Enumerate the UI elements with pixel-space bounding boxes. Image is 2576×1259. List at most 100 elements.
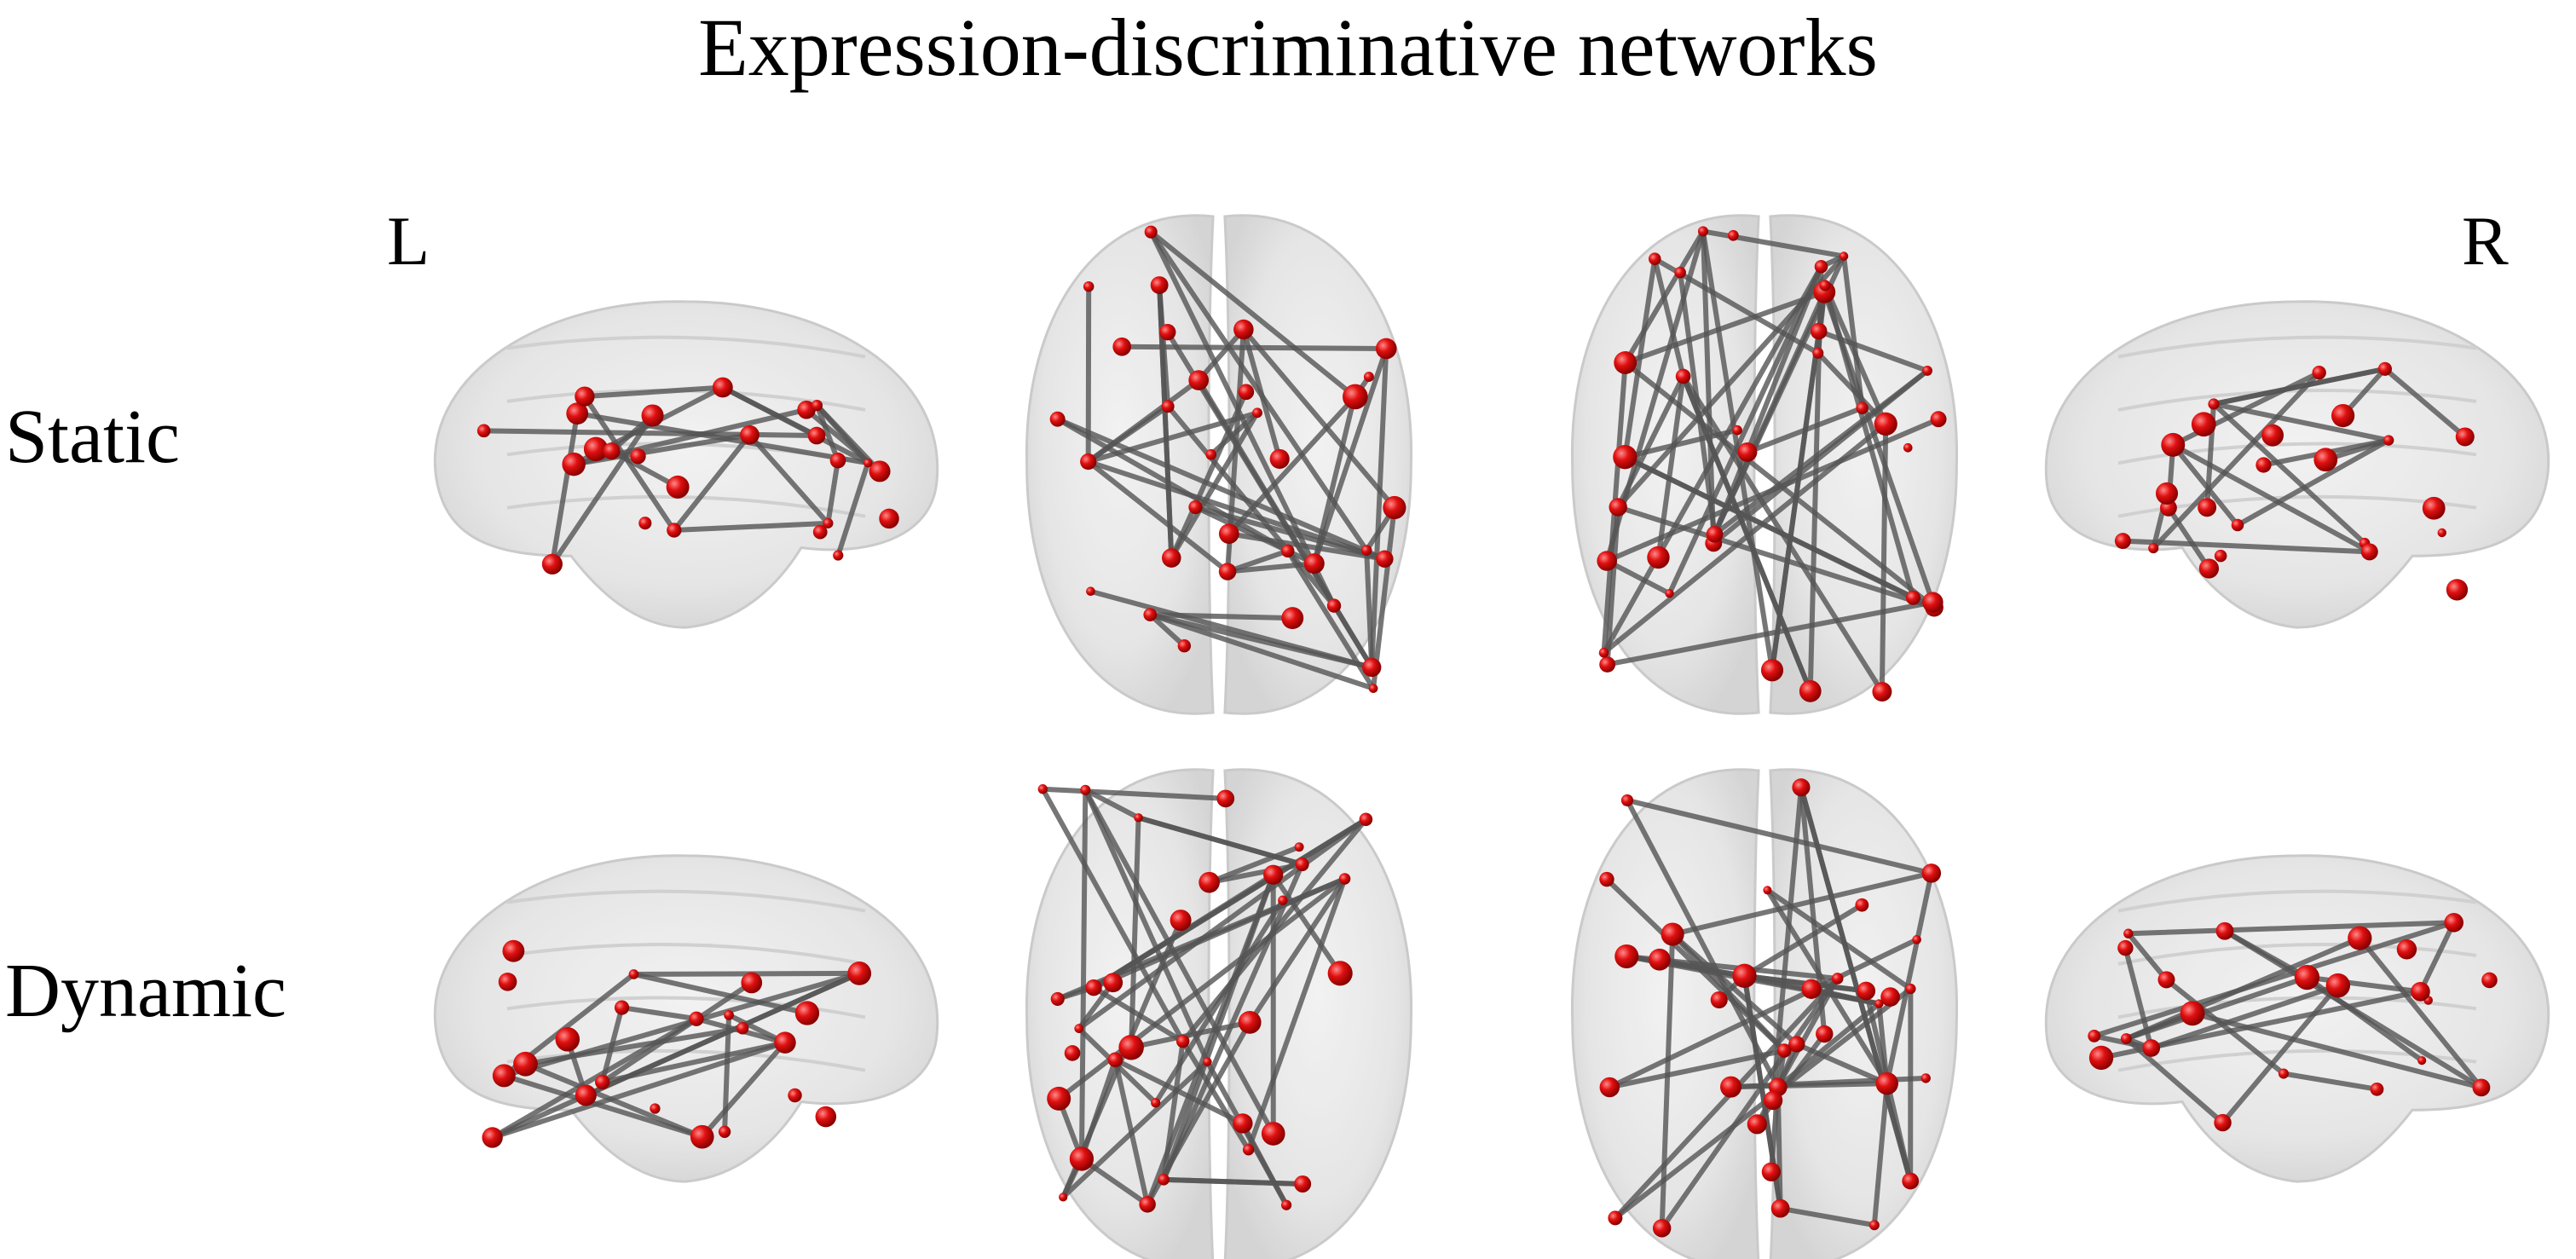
network-edge: [1622, 289, 1828, 366]
network-node: [1599, 871, 1614, 887]
network-edge: [1884, 870, 1934, 1087]
network-edge: [1822, 289, 1936, 605]
network-node: [2383, 435, 2394, 446]
network-node: [1161, 400, 1175, 413]
network-node: [2180, 1001, 2205, 1026]
gyrus-line: [506, 335, 866, 359]
network-edge: [1871, 1081, 1890, 1228]
gyrus-line: [2117, 335, 2477, 359]
network-edge: [2123, 935, 2363, 1042]
network-node: [811, 400, 823, 412]
network-node: [1294, 1175, 1312, 1193]
network-node: [1649, 252, 1661, 265]
network-edge: [1622, 427, 1741, 460]
network-node: [1747, 1114, 1767, 1135]
network-node: [1188, 370, 1210, 390]
network-edge: [1680, 373, 1813, 694]
network-node: [1875, 1071, 1898, 1095]
network-edge: [2210, 401, 2392, 443]
network-edge: [2234, 437, 2392, 528]
network-edge: [489, 1040, 788, 1141]
network-node: [2325, 973, 2351, 998]
network-edge: [1239, 1120, 1290, 1208]
network-node: [879, 508, 899, 529]
network-node: [498, 973, 517, 991]
network-edge: [2123, 974, 2310, 1042]
network-edge: [1624, 797, 1934, 876]
left-hemisphere-surface: [1025, 214, 1215, 715]
network-node: [736, 1022, 749, 1035]
network-edge: [1604, 599, 1936, 667]
network-node: [1083, 280, 1095, 292]
network-edge: [2123, 1036, 2226, 1126]
network-node: [1921, 863, 1942, 883]
network-edge: [747, 432, 831, 526]
network-node: [2444, 913, 2464, 933]
network-edge: [1225, 561, 1317, 575]
network-node: [614, 1000, 630, 1015]
network-edge: [1678, 269, 1718, 537]
network-edge: [1091, 985, 1186, 1044]
network-edge: [599, 1040, 788, 1085]
network-node: [1597, 551, 1617, 571]
network-node: [1059, 1193, 1068, 1202]
network-node: [1614, 944, 1639, 969]
network-edge: [2170, 442, 2240, 528]
network-node: [812, 524, 828, 540]
network-node: [1150, 276, 1169, 294]
network-node: [2191, 412, 2216, 437]
network-edge: [1670, 870, 1934, 938]
network-edge: [1193, 504, 1317, 567]
network-node: [2396, 939, 2417, 960]
network-node: [823, 517, 834, 528]
network-node: [1710, 990, 1728, 1009]
network-node: [2261, 424, 2284, 447]
network-edge: [671, 432, 753, 534]
network-node: [492, 1064, 516, 1088]
network-edge: [2165, 505, 2212, 571]
network-node: [1905, 983, 1916, 995]
network-edge: [2120, 538, 2372, 555]
network-edge: [1054, 416, 1291, 554]
network-node: [2446, 579, 2469, 601]
network-edge: [1040, 786, 1228, 801]
network-node: [1175, 1034, 1190, 1048]
network-edge: [1078, 1057, 1118, 1162]
network-node: [2348, 926, 2372, 950]
network-node: [774, 1031, 796, 1054]
network-node: [650, 1103, 661, 1114]
brain-panel-static-dorsal: [1025, 214, 1412, 715]
network-node: [1151, 1098, 1161, 1108]
network-edge: [2151, 370, 2322, 552]
network-node: [2455, 427, 2475, 447]
network-node: [1674, 266, 1686, 279]
network-node: [2155, 482, 2179, 505]
network-edge: [719, 384, 871, 466]
network-edge: [1798, 784, 1914, 1184]
network-node: [1810, 322, 1828, 340]
network-edge: [1700, 228, 1717, 546]
network-node: [1665, 589, 1674, 598]
network-node: [1816, 1025, 1834, 1043]
network-node: [1727, 229, 1739, 241]
network-edge: [1247, 875, 1348, 1025]
network-node: [1069, 1146, 1095, 1171]
network-node: [1047, 1086, 1071, 1111]
network-node: [1359, 812, 1373, 827]
network-node: [1874, 999, 1884, 1008]
network-node: [666, 475, 690, 499]
network-node: [2294, 965, 2320, 990]
network-edge: [671, 520, 831, 534]
network-edge: [2148, 983, 2341, 1051]
network-edge: [1622, 228, 1706, 366]
network-edge: [1369, 345, 1389, 670]
network-node: [1719, 1076, 1742, 1098]
network-node: [1732, 963, 1757, 988]
network-node: [1614, 351, 1637, 374]
left-hemisphere-label: L: [387, 202, 430, 280]
gyrus-line: [2117, 943, 2477, 966]
network-node: [1139, 1196, 1156, 1213]
network-edge: [1615, 253, 1847, 510]
network-node: [1675, 368, 1691, 384]
